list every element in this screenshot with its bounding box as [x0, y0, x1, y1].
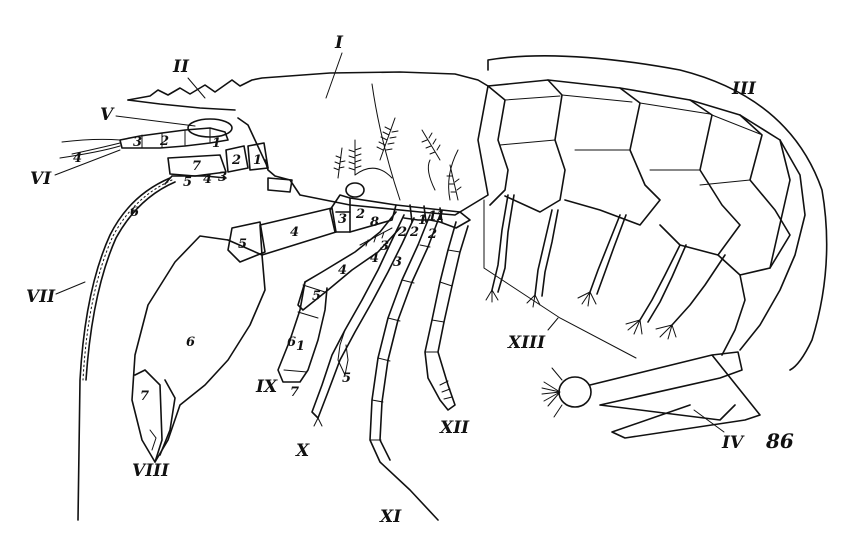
seg-ant1-4: 4	[73, 151, 82, 166]
label-VIII: VIII	[132, 461, 170, 481]
seg-ix-7: 7	[290, 385, 299, 400]
label-II: II	[172, 57, 190, 77]
seg-ant1-3: 3	[133, 135, 142, 150]
seg-ant1-2: 2	[159, 134, 169, 149]
seg-ant2-4: 4	[203, 172, 212, 187]
label-I: I	[334, 33, 344, 53]
abdomen-tergite-4	[659, 99, 741, 256]
seg-ant2-3: 3	[218, 170, 227, 185]
antennule	[59, 118, 233, 159]
seg-xi-1: 1	[418, 213, 427, 228]
cheliped	[131, 177, 397, 463]
seg-chel-8: 8	[370, 215, 379, 230]
seg-chel-5: 5	[238, 237, 247, 252]
abdomen-tergite-6	[721, 139, 791, 356]
seg-ix-6: 6	[287, 335, 296, 350]
label-V: V	[100, 105, 115, 125]
label-IV: IV	[721, 433, 745, 453]
label-VI: VI	[30, 169, 52, 189]
seg-xi-3: 3	[393, 255, 402, 270]
seg-chel-1: 1	[428, 209, 437, 224]
figure-number: 86	[765, 429, 794, 453]
leader-VII	[55, 281, 86, 295]
seg-ant2-7: 7	[192, 159, 201, 174]
coxae-row	[395, 204, 471, 229]
leader-II	[187, 77, 206, 99]
epimeron-lines	[499, 94, 761, 186]
seg-ant2-2: 2	[231, 153, 241, 168]
abdomen-tergite-1	[487, 85, 509, 206]
pereiopod-xii	[424, 221, 469, 411]
pleopod-field-bracket	[483, 199, 637, 359]
seg-ant1-1: 1	[212, 136, 221, 151]
seg-chel-6: 6	[186, 335, 195, 350]
seg-xi-2: 2	[409, 225, 419, 240]
pereiopod-ix	[277, 211, 401, 383]
seg-ant2-5: 5	[183, 175, 192, 190]
seg-chel-3: 3	[338, 212, 347, 227]
pleopods	[485, 194, 726, 340]
label-IX: IX	[255, 377, 278, 397]
label-XIII: XIII	[507, 333, 546, 353]
label-XI: XI	[379, 507, 402, 527]
pereiopod-x	[311, 214, 415, 427]
seg-chel-2: 2	[355, 207, 365, 222]
abdomen-tergite-5	[717, 114, 791, 276]
antenna	[77, 142, 269, 521]
label-III: III	[731, 79, 757, 99]
seg-xii-1: 1	[436, 209, 445, 224]
seg-x-3: 3	[380, 239, 389, 254]
leader-IV	[693, 409, 725, 433]
carapace-outline	[127, 71, 489, 216]
uropod-telson	[541, 351, 761, 439]
pereiopod-xi	[369, 214, 441, 521]
dorsal-shield-arc	[487, 54, 828, 371]
seg-ant2-1: 1	[253, 153, 262, 168]
leader-I	[325, 52, 343, 99]
seg-x-2: 2	[397, 225, 407, 240]
seg-x-4b: 4	[370, 251, 379, 266]
label-X: X	[295, 441, 310, 461]
seg-x-5: 5	[342, 371, 351, 386]
leader-V	[115, 115, 196, 127]
setae-tufts	[333, 117, 462, 247]
seg-ix-5: 5	[312, 289, 321, 304]
rostrum	[127, 99, 236, 111]
seg-xii-2: 2	[427, 227, 437, 242]
seg-ix-1: 1	[296, 339, 305, 354]
seg-chel-7: 7	[140, 389, 149, 404]
abdomen-dorsal-line	[487, 79, 806, 351]
leader-VI	[54, 149, 121, 176]
abdomen-tergite-3	[564, 87, 661, 226]
seg-x-4: 4	[338, 263, 347, 278]
seg-chel-4: 4	[290, 225, 299, 240]
seg-ant2-6: 6	[130, 205, 139, 220]
label-XII: XII	[439, 418, 470, 438]
label-VII: VII	[26, 287, 56, 307]
cervical-groove	[371, 83, 401, 201]
